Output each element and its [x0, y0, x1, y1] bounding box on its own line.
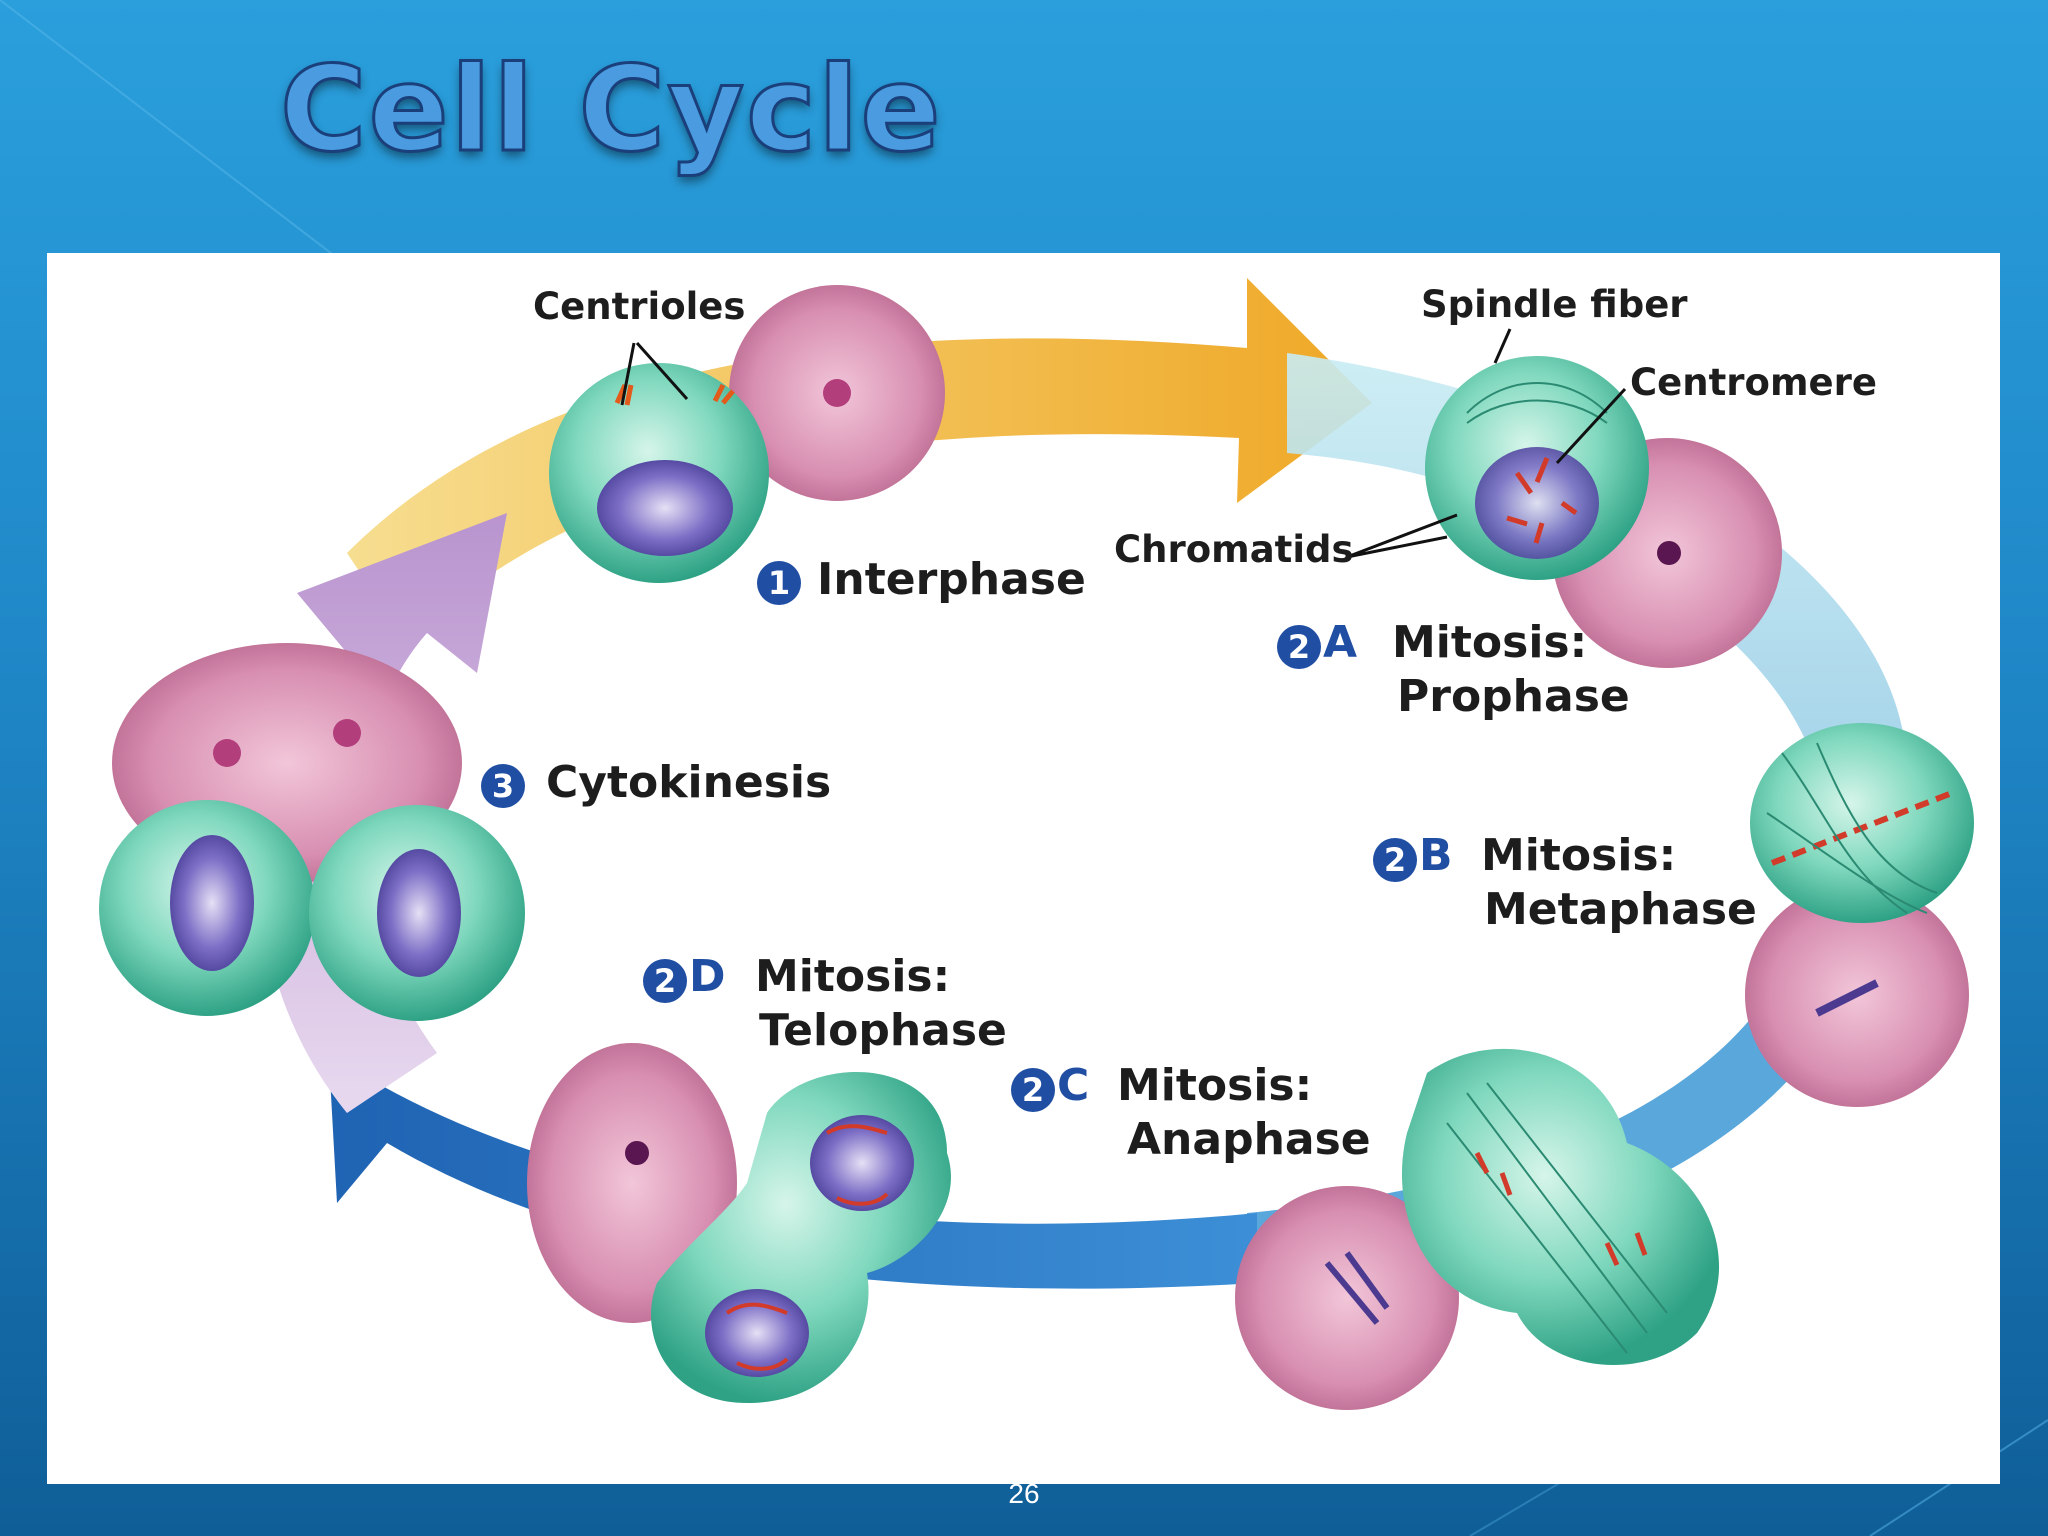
phase-sub-letter: C [1057, 1060, 1090, 1111]
phase-sub-letter: D [689, 951, 726, 1002]
cell-cycle-diagram: Centrioles Spindle fiber Centromere Chro… [47, 253, 2000, 1484]
phase-line-1: Mitosis: [755, 951, 951, 1002]
phase-number-badge: 3 [481, 764, 525, 808]
phase-number-badge: 2 [1373, 838, 1417, 882]
phase-number-badge: 1 [757, 561, 801, 605]
phase-number-badge: 2 [1277, 625, 1321, 669]
metaphase-cell [1750, 723, 1974, 923]
phase-sub-letter: A [1323, 617, 1358, 668]
slide-title: Cell Cycle [279, 39, 943, 180]
interphase-arrow [347, 278, 1372, 643]
cycle-illustration [99, 278, 1974, 1410]
chromatids-label: Chromatids [1114, 528, 1354, 571]
anaphase-micrograph [1235, 1186, 1459, 1410]
centromere-label: Centromere [1630, 361, 1877, 404]
page-number: 26 [1008, 1478, 1040, 1509]
phase-line-2: Telophase [759, 1005, 1007, 1056]
phase-line-2: Anaphase [1127, 1114, 1371, 1165]
phase-number-badge: 2 [643, 959, 687, 1003]
phase-line-2: Metaphase [1484, 884, 1757, 935]
phase-line-1: Mitosis: [1392, 617, 1588, 668]
phase-line-1: Mitosis: [1117, 1060, 1313, 1111]
spindle-fiber-label: Spindle fiber [1421, 283, 1688, 326]
centrioles-label: Centrioles [533, 285, 746, 328]
phase-sub-letter: B [1419, 830, 1453, 881]
phase-line-1: Mitosis: [1481, 830, 1677, 881]
phase-number-badge: 2 [1011, 1068, 1055, 1112]
anaphase-cell [1401, 1048, 1720, 1366]
phase-name: Cytokinesis [546, 757, 832, 808]
phase-line-2: Prophase [1397, 671, 1630, 722]
phase-name: Interphase [817, 554, 1086, 605]
